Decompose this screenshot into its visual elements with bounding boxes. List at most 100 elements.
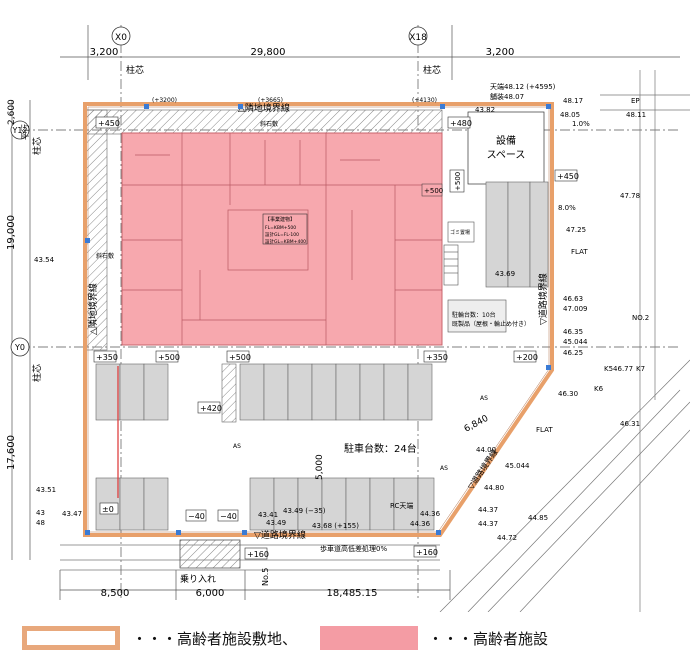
elevation: 43.51 <box>36 486 56 494</box>
elevation: 47.78 <box>620 192 640 200</box>
bike-parking-label: 駐輪台数：10台 <box>452 311 496 319</box>
parking-stalls-upper <box>95 363 433 421</box>
level-tag: +480 <box>450 119 472 128</box>
level-plus500-building: +500 <box>424 187 443 195</box>
boundary-label-right: ▽道路境界線 <box>537 273 549 325</box>
elevation: 44.36 <box>420 510 441 518</box>
level-tag: +200 <box>516 353 538 362</box>
elevation: 47.25 <box>566 226 586 234</box>
pillar-core-label: 柱芯 <box>31 137 43 155</box>
legend: ・・・高齢者施設敷地、 ・・・高齢者施設 <box>0 612 690 665</box>
building-interior-walls <box>122 133 442 345</box>
elevation: 45.044 <box>505 462 530 470</box>
elevation: K7 <box>636 365 645 373</box>
elevation: 44.00 <box>476 446 496 454</box>
dim-6840: 6,840 <box>463 414 491 435</box>
elevation: 46.30 <box>558 390 578 398</box>
building-info-line: 設計GL=KBM+400 <box>265 238 306 245</box>
elevation: K546.77 <box>604 365 633 373</box>
offset-label: (+3665) <box>258 97 283 104</box>
dim-bottom-8500: 8,500 <box>101 588 130 599</box>
elevation: 1.0% <box>572 120 590 128</box>
elevation: 46.25 <box>563 349 583 357</box>
boundary-label-top: △隣地境界線 <box>238 102 290 114</box>
elevation: 44.36 <box>410 520 431 528</box>
elevation: 43.49 (−35) <box>283 507 326 515</box>
building-info-line: FL=KBM+500 <box>265 225 296 231</box>
parking-stalls-lower <box>95 477 435 531</box>
road-lines <box>60 70 690 613</box>
dim-vertical-2600: 2,600 <box>7 99 17 125</box>
fence-label: 斜石敷 <box>260 120 278 128</box>
dim-bottom-18485: 18,485.15 <box>327 588 378 599</box>
building-info-line: 設計GL=FL-100 <box>265 231 299 238</box>
elevation: 46.31 <box>620 420 640 428</box>
elevation: 44.80 <box>484 484 504 492</box>
offset-label: (+3200) <box>152 97 177 104</box>
axis-y12: Y12 <box>11 126 27 135</box>
grid-bubbles <box>10 26 428 357</box>
level-box <box>421 183 443 197</box>
trash-label: ゴミ置場 <box>450 229 470 236</box>
offset-label: (+4130) <box>412 97 437 104</box>
dim-5000: 5,000 <box>315 454 325 480</box>
axis-y0: Y0 <box>14 343 25 352</box>
legend-swatch-site <box>22 626 120 650</box>
equipment-label: 設備 <box>496 134 516 147</box>
site-boundary-inner <box>87 106 550 533</box>
axis-x18: X18 <box>409 33 427 43</box>
dim-mid: 29,800 <box>251 47 286 58</box>
legend-label-facility: ・・・高齢者施設 <box>428 630 549 648</box>
bike-parking-label: 既製品（屋根・輪止め付き） <box>452 320 530 328</box>
elevation: 43.54 <box>34 256 55 264</box>
flat-label: FLAT <box>571 248 588 256</box>
level-tag: ±0 <box>102 505 114 514</box>
axis-x0: X0 <box>115 33 127 43</box>
boundary-label-left: △隣地境界線 <box>87 283 99 335</box>
level-tag: +500 <box>158 353 180 362</box>
elevation: K6 <box>594 385 604 393</box>
dim-vertical-19000: 19,000 <box>6 215 17 250</box>
road-number: No.5 <box>261 568 270 586</box>
level-tag: −40 <box>188 512 205 521</box>
legend-label-site: ・・・高齢者施設敷地、 <box>132 630 298 648</box>
dim-left: 3,200 <box>90 47 119 58</box>
step-note: 歩車道高低差処理0% <box>320 544 387 553</box>
elevation: 48.05 <box>560 111 580 119</box>
building-info-box <box>262 213 308 245</box>
elevation: EP <box>631 97 640 105</box>
as-label: AS <box>233 443 241 450</box>
equipment-label: スペース <box>487 150 526 161</box>
elevation: 43 <box>36 509 45 517</box>
elevation: 48.11 <box>626 111 646 119</box>
elevation: 43.49 <box>266 519 286 527</box>
elevation: 43.82 <box>475 106 495 114</box>
dim-right: 3,200 <box>486 47 515 58</box>
elevation: 48.17 <box>563 97 583 105</box>
elevation: 天端48.12 (+4595) <box>490 82 556 91</box>
elevation: 43.69 <box>495 270 515 278</box>
equipment-space <box>467 111 545 185</box>
level-tag: +350 <box>426 353 448 362</box>
legend-swatch-facility <box>320 626 418 650</box>
level-tag: +420 <box>200 404 222 413</box>
elevation: 44.72 <box>497 534 517 542</box>
dim-vertical-17600: 17,600 <box>6 435 17 470</box>
boundary-label-bottom: ▽道路境界線 <box>254 529 306 541</box>
level-tag: +350 <box>96 353 118 362</box>
as-label: AS <box>440 465 448 472</box>
pillar-core-label: 柱芯 <box>126 64 144 76</box>
flat-label: FLAT <box>536 426 553 434</box>
elevation: 43.47 <box>62 510 82 518</box>
elevation: 43.68 (+155) <box>312 522 359 530</box>
level-tag: +160 <box>416 548 438 557</box>
right-parking-stalls <box>485 181 549 288</box>
elevation: 44.85 <box>528 514 548 522</box>
elevation: 8.0% <box>558 204 576 212</box>
slope-label: 斜石敷 <box>96 252 114 260</box>
level-tag: +450 <box>98 119 120 128</box>
pillar-core-label: 柱芯 <box>31 364 43 382</box>
bike-parking <box>447 299 507 333</box>
hatched-strip-top <box>84 109 443 135</box>
trash-area <box>447 221 475 243</box>
